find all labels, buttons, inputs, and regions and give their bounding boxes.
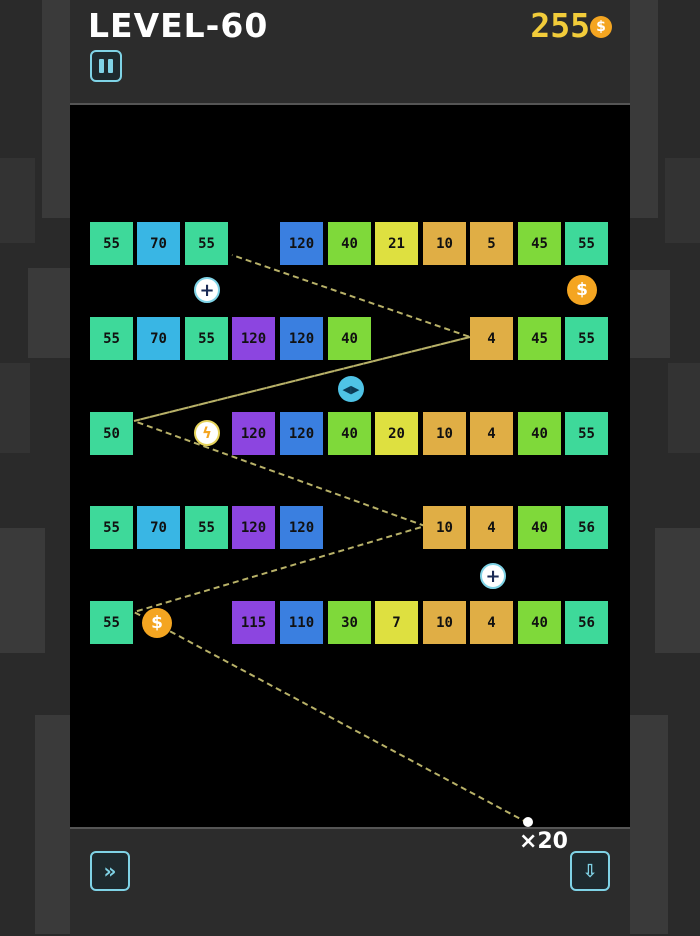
- background-block: [28, 268, 70, 358]
- lightning-pickup: ϟ: [194, 420, 220, 446]
- coin-icon: $: [590, 16, 612, 38]
- brick: 70: [137, 506, 180, 549]
- background-block: [655, 528, 700, 653]
- background-block: [630, 715, 668, 934]
- brick: 40: [328, 317, 371, 360]
- background-block: [630, 0, 658, 218]
- fast-forward-icon: »: [103, 859, 117, 883]
- brick: 56: [565, 506, 608, 549]
- brick: 55: [185, 317, 228, 360]
- brick: 10: [423, 222, 466, 265]
- level-label: LEVEL-60: [88, 6, 269, 45]
- brick: 115: [232, 601, 275, 644]
- brick: 120: [280, 412, 323, 455]
- coin-pickup: $: [142, 608, 172, 638]
- brick: 55: [90, 506, 133, 549]
- brick: 40: [518, 601, 561, 644]
- coin-counter: 255: [530, 6, 590, 45]
- fast-forward-button[interactable]: »: [90, 851, 130, 891]
- brick: 50: [90, 412, 133, 455]
- coin-pickup: $: [567, 275, 597, 305]
- brick: 56: [565, 601, 608, 644]
- brick: 55: [565, 412, 608, 455]
- brick: 45: [518, 222, 561, 265]
- background-block: [0, 528, 45, 653]
- brick: 40: [328, 222, 371, 265]
- brick: 120: [280, 222, 323, 265]
- coin-icon: $: [151, 613, 163, 633]
- arrow-down-icon: ⇩: [582, 860, 598, 882]
- background-block: [665, 158, 700, 243]
- brick: 120: [232, 412, 275, 455]
- brick: 4: [470, 412, 513, 455]
- brick: 40: [518, 506, 561, 549]
- brick: 10: [423, 601, 466, 644]
- bottom-hud: ×20 » ⇩: [70, 827, 630, 936]
- brick: 4: [470, 506, 513, 549]
- brick: 4: [470, 601, 513, 644]
- background-block: [668, 363, 700, 453]
- background-block: [35, 715, 70, 934]
- direction-pickup: ◀▶: [338, 376, 364, 402]
- ball-count: ×20: [518, 829, 568, 854]
- bolt-icon: ϟ: [202, 424, 212, 442]
- brick: 5: [470, 222, 513, 265]
- background-block: [0, 158, 35, 243]
- brick: 21: [375, 222, 418, 265]
- brick: 20: [375, 412, 418, 455]
- brick: 120: [232, 506, 275, 549]
- brick: 70: [137, 222, 180, 265]
- extra-ball-pickup: +: [480, 563, 506, 589]
- ball: [523, 817, 533, 827]
- extra-ball-pickup: +: [194, 277, 220, 303]
- plus-icon: +: [199, 279, 215, 301]
- brick: 10: [423, 506, 466, 549]
- pause-icon: [99, 59, 104, 73]
- brick: 10: [423, 412, 466, 455]
- brick: 4: [470, 317, 513, 360]
- brick: 55: [90, 317, 133, 360]
- recall-balls-button[interactable]: ⇩: [570, 851, 610, 891]
- pause-icon: [108, 59, 113, 73]
- brick: 120: [232, 317, 275, 360]
- coin-icon: $: [576, 280, 588, 300]
- brick: 55: [565, 317, 608, 360]
- brick: 55: [185, 506, 228, 549]
- brick: 45: [518, 317, 561, 360]
- dir-icon: ◀▶: [342, 382, 360, 396]
- brick: 40: [328, 412, 371, 455]
- brick: 55: [185, 222, 228, 265]
- brick: 7: [375, 601, 418, 644]
- aim-trajectory: [130, 254, 533, 827]
- brick: 40: [518, 412, 561, 455]
- brick: 55: [565, 222, 608, 265]
- background-block: [42, 0, 70, 218]
- brick: 110: [280, 601, 323, 644]
- brick: 30: [328, 601, 371, 644]
- brick: 55: [90, 601, 133, 644]
- pause-button[interactable]: [90, 50, 122, 82]
- brick: 70: [137, 317, 180, 360]
- plus-icon: +: [485, 565, 501, 587]
- brick: 120: [280, 506, 323, 549]
- background-block: [630, 270, 670, 358]
- top-hud: LEVEL-60 255 $: [70, 0, 630, 105]
- brick: 55: [90, 222, 133, 265]
- background-block: [0, 363, 30, 453]
- brick: 120: [280, 317, 323, 360]
